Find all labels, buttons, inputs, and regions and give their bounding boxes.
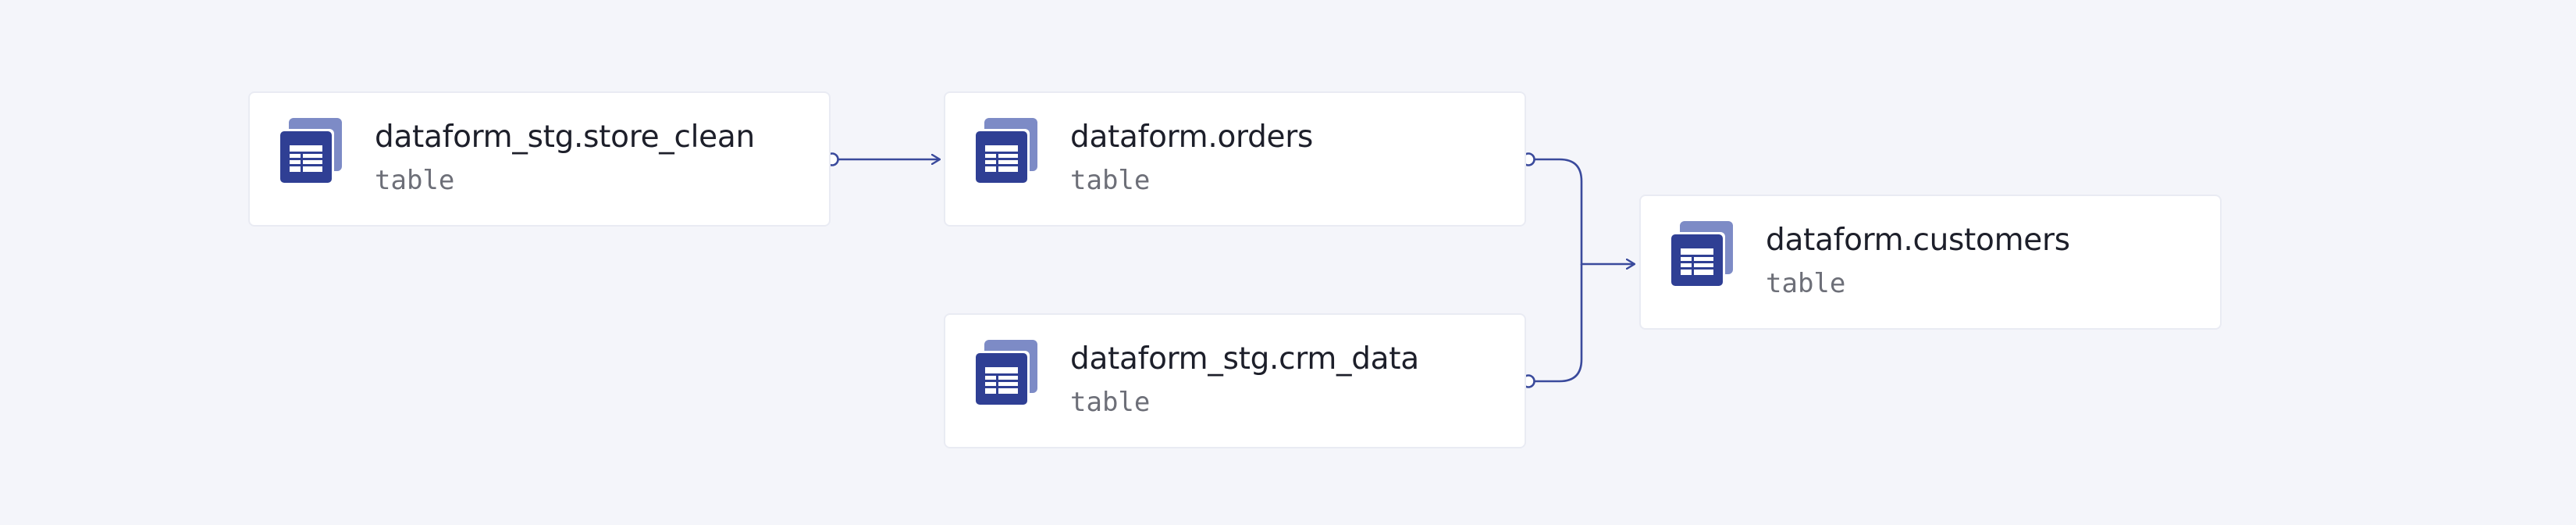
node-customers[interactable]: dataform.customers table [1639,195,2222,330]
edge-orders-to-customers [1528,158,1635,264]
table-icon [973,340,1037,407]
node-type: table [1070,165,1151,196]
node-orders[interactable]: dataform.orders table [944,91,1526,227]
node-crm-data[interactable]: dataform_stg.crm_data table [944,313,1526,448]
node-store-clean[interactable]: dataform_stg.store_clean table [248,91,831,227]
node-name: dataform.customers [1766,223,2070,258]
table-icon [1669,221,1733,288]
table-icon [973,118,1037,185]
node-name: dataform.orders [1070,120,1313,155]
node-type: table [1070,387,1151,418]
node-type: table [1766,268,1846,299]
node-name: dataform_stg.store_clean [375,120,755,155]
node-type: table [375,165,455,196]
edge-crm-data-to-customers [1528,264,1583,383]
node-name: dataform_stg.crm_data [1070,341,1419,377]
table-icon [278,118,342,185]
